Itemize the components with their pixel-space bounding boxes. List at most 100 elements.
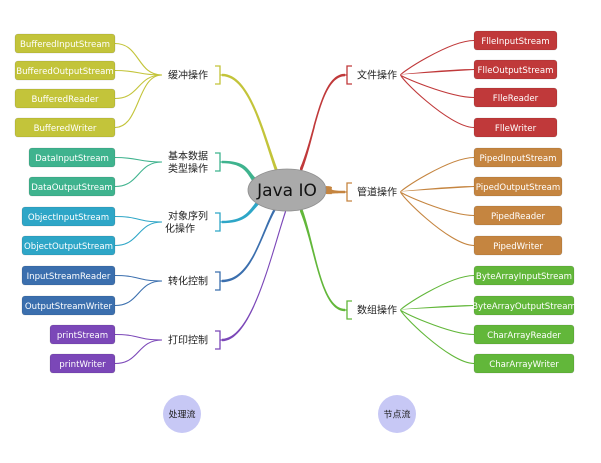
category-label-serialize: 对象序列化操作 <box>165 209 208 235</box>
branch-serialize <box>222 194 265 224</box>
connector-file <box>400 74 475 99</box>
leaf-label: PipedReader <box>491 212 545 222</box>
connector-datatype <box>114 161 163 188</box>
branch-buffer <box>222 73 280 185</box>
category-label-buffer: 缓冲操作 <box>168 69 208 82</box>
leaf-node: InputStreamReader <box>21 265 116 286</box>
leaf-node: BufferedOutputStream <box>14 60 116 81</box>
leaf-node: printWriter <box>49 353 116 374</box>
bottom-circle-label: 处理流 <box>168 409 195 421</box>
connector-file <box>400 68 475 76</box>
connector-array <box>400 309 475 336</box>
center-ellipse <box>247 168 327 212</box>
leaf-node: PipedWriter <box>473 235 563 256</box>
leaf-label: ObjectOutputStream <box>24 242 113 252</box>
leaf-node: DataOutputStream <box>28 176 116 197</box>
branch-pipe <box>326 186 345 195</box>
leaf-pill <box>473 295 575 316</box>
leaf-label: FlleInputStream <box>481 37 549 47</box>
bracket-array <box>343 300 352 320</box>
connector-file <box>400 39 475 76</box>
leaf-label: FlleWriter <box>495 124 537 134</box>
connector-pipe <box>400 191 475 247</box>
category-label-line: 打印控制 <box>168 334 208 347</box>
leaf-pill <box>21 206 116 227</box>
branch-array <box>300 202 345 312</box>
leaf-pill <box>473 30 558 51</box>
leaf-label: DataInputStream <box>35 154 109 164</box>
leaf-pill <box>14 33 116 54</box>
category-label-line: 对象序列 <box>168 209 208 222</box>
connector-serialize <box>114 221 163 247</box>
leaf-pill <box>49 353 116 374</box>
leaf-pill <box>473 117 558 138</box>
category-label-file: 文件操作 <box>357 69 397 82</box>
leaf-label: ByteArrayInputStream <box>476 272 572 282</box>
leaf-pill <box>14 60 116 81</box>
leaf-label: printWriter <box>59 360 106 370</box>
leaf-pill <box>473 265 575 286</box>
category-label-array: 数组操作 <box>357 304 397 317</box>
connector-pipe <box>400 156 475 193</box>
connector-buffer <box>114 74 163 100</box>
leaf-node: BufferedReader <box>14 88 116 109</box>
leaf-label: BufferedWriter <box>34 124 97 134</box>
leaf-pill <box>21 265 116 286</box>
category-label-line: 基本数据 <box>168 149 208 162</box>
leaf-node: ByteArrayInputStream <box>473 265 575 286</box>
connector-serialize <box>114 215 163 223</box>
leaf-label: PipedWriter <box>493 242 543 252</box>
bottom-circle-label: 节点流 <box>383 409 410 421</box>
bracket-pipe <box>343 182 352 202</box>
connector-array <box>400 309 475 365</box>
category-label-datatype: 基本数据类型操作 <box>168 149 208 175</box>
leaf-node: PipedReader <box>473 205 563 226</box>
bottom-labels: 处理流 节点流 <box>163 395 416 433</box>
center-node: Java IO <box>247 168 327 212</box>
leaf-pill <box>473 235 563 256</box>
leaf-node: BufferedInputStream <box>14 33 116 54</box>
bracket-file <box>343 65 352 85</box>
branch-convert <box>222 204 276 283</box>
leaf-label: FlleOutputStream <box>478 66 554 76</box>
leaf-pill <box>473 324 575 345</box>
leaf-label: printStream <box>57 331 108 341</box>
category-brackets <box>215 65 352 350</box>
leaf-label: FlleReader <box>493 94 539 104</box>
leaf-node: BufferedWriter <box>14 117 116 138</box>
connector-print <box>114 339 163 365</box>
connector-array <box>400 304 475 311</box>
bracket-serialize <box>215 212 224 232</box>
leaf-node: ByteArrayOutputStream <box>472 295 576 316</box>
branch-file <box>300 73 345 176</box>
leaf-node: DataInputStream <box>28 147 116 168</box>
leaf-label: PipedOutputStream <box>476 183 561 193</box>
category-label-line: 转化控制 <box>168 275 208 288</box>
leaf-node: FlleReader <box>473 87 558 108</box>
category-label-line: 类型操作 <box>168 162 208 175</box>
leaf-node: FlleWriter <box>473 117 558 138</box>
leaf-node: ObjectInputStream <box>21 206 116 227</box>
leaf-pill <box>473 353 575 374</box>
leaf-label: InputStreamReader <box>27 272 111 282</box>
branch-print <box>222 208 286 342</box>
connector-array <box>400 274 475 311</box>
leaf-label: OutputStreamWriter <box>25 302 113 312</box>
bottom-label-node: 节点流 <box>378 395 416 433</box>
leaf-label: ByteArrayOutputStream <box>472 302 576 312</box>
leaf-pill <box>473 205 563 226</box>
bracket-print <box>215 330 224 350</box>
leaf-pill <box>473 147 563 168</box>
category-label-pipe: 管道操作 <box>357 186 397 199</box>
bracket-datatype <box>215 152 224 172</box>
leaf-pill <box>49 324 116 345</box>
leaf-label: ObjectInputStream <box>28 213 109 223</box>
bracket-buffer <box>215 65 224 85</box>
leaf-pill <box>473 59 558 80</box>
category-label-line: 管道操作 <box>357 186 397 199</box>
leaf-pill <box>28 176 116 197</box>
bracket-convert <box>215 271 224 291</box>
category-label-convert: 转化控制 <box>168 275 208 288</box>
connector-convert <box>114 280 163 307</box>
connector-datatype <box>114 156 163 163</box>
